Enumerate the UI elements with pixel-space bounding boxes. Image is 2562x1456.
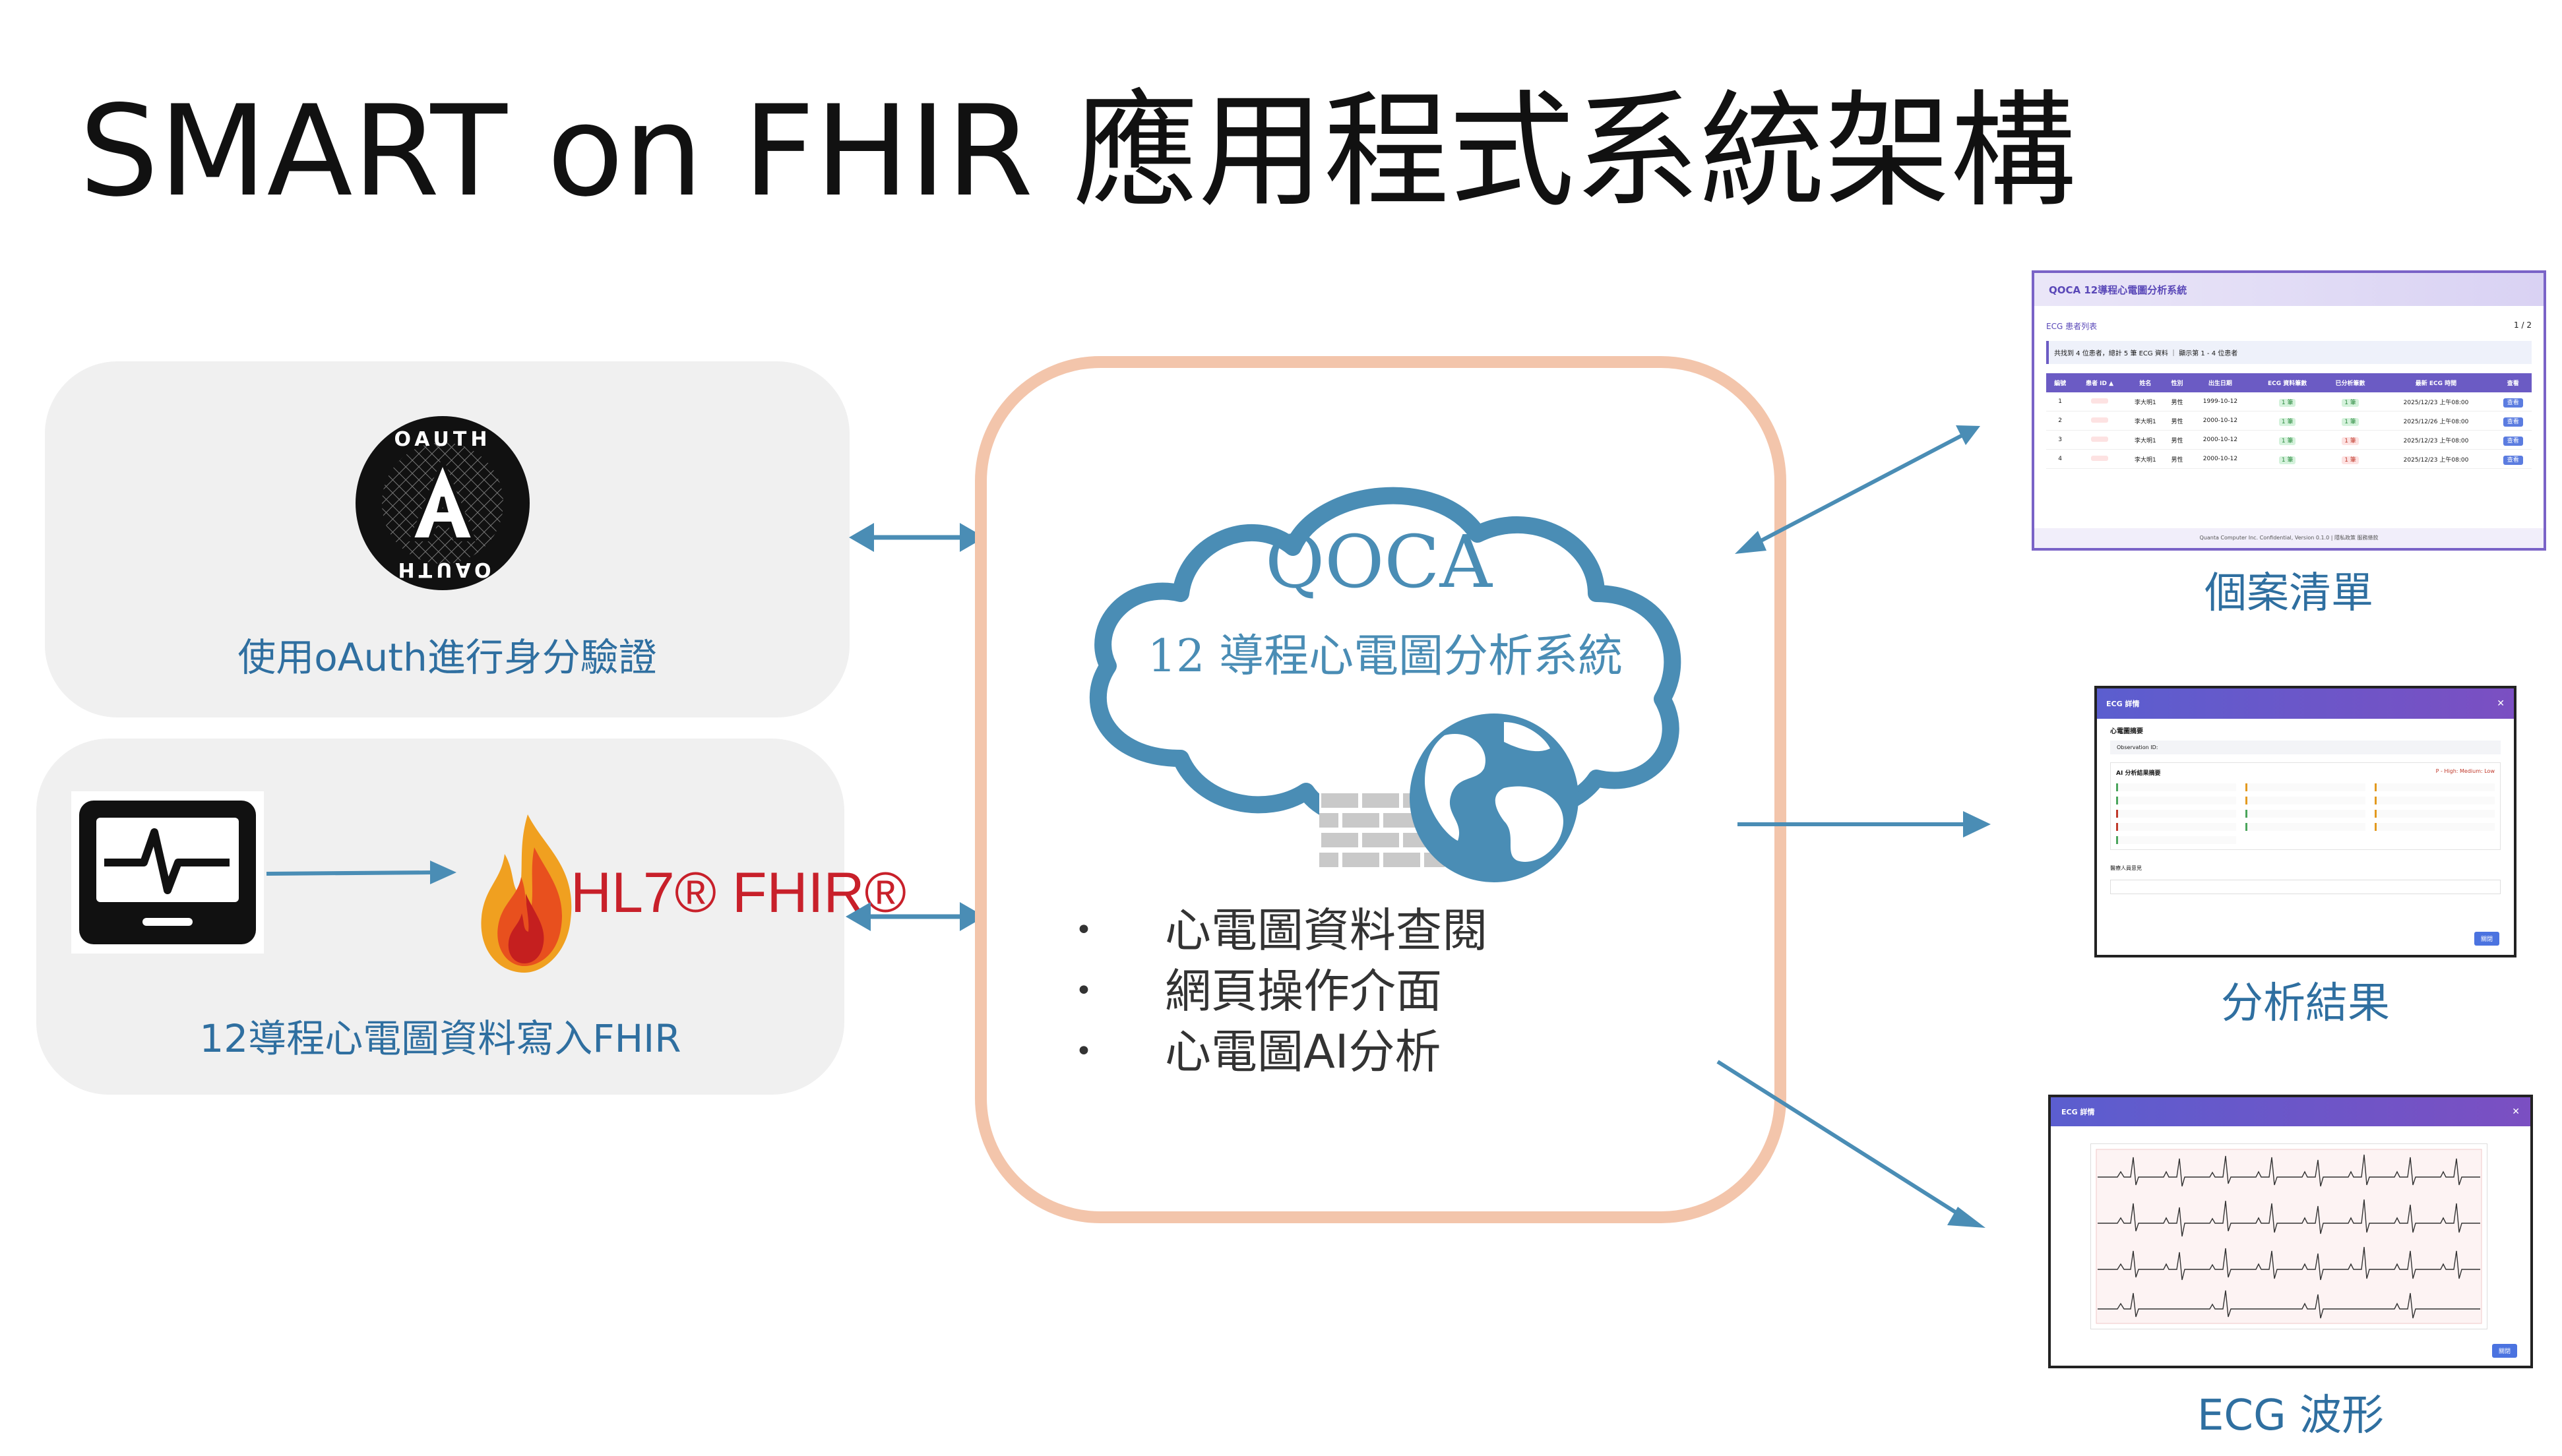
caption-analysis-result: 分析結果: [2221, 979, 2390, 1028]
close-button[interactable]: 關閉: [2491, 1344, 2517, 1358]
comment-input[interactable]: [2110, 880, 2501, 894]
core-waveform-arrow: [1716, 1060, 1985, 1228]
oauth-logo-bottom-text: OAUTH: [394, 558, 491, 581]
patient-table: 編號 患者 ID ▲ 姓名 性別 出生日期 ECG 資料筆數 已分析筆數 最新 …: [2046, 373, 2532, 469]
summary-heading: 心電圖摘要: [2110, 728, 2143, 735]
table-header: 已分析筆數: [2335, 380, 2365, 387]
hl7-fhir-logo: HL7® FHIR®: [472, 808, 906, 979]
oauth-logo-icon: OAUTH OAUTH: [356, 416, 530, 590]
core-list-double-arrow: [1735, 425, 1980, 554]
view-button[interactable]: 查看: [2495, 392, 2532, 411]
app-title: QOCA 12導程心電圖分析系統: [2049, 284, 2187, 296]
table-header: 性別: [2171, 380, 2183, 387]
table-row[interactable]: 2 李大明1 男性 2000-10-12 1 筆 1 筆 2025/12/26 …: [2046, 411, 2532, 431]
ai-summary-card: AI 分析結果摘要 P - High: Medium: Low: [2110, 762, 2501, 850]
view-button[interactable]: 查看: [2495, 431, 2532, 450]
ecg-monitor-icon: [71, 791, 264, 954]
caption-case-list: 個案清單: [2204, 569, 2373, 618]
globe-icon: [1410, 713, 1578, 882]
oauth-core-double-arrow: [849, 523, 985, 552]
cloud-subtitle: 12 導程心電圖分析系統: [1148, 630, 1623, 682]
feature-item: •網頁操作介面: [1075, 964, 1442, 1018]
finding-grid: [2116, 783, 2495, 844]
risk-legend: P - High: Medium: Low: [2435, 768, 2495, 774]
table-header: ECG 資料筆數: [2268, 380, 2307, 387]
core-analysis-arrow: [1737, 811, 1991, 837]
app-header: QOCA 12導程心電圖分析系統: [2034, 273, 2544, 306]
analysis-result-screenshot: ECG 詳情 ✕ 心電圖摘要 Observation ID: AI 分析結果摘要…: [2094, 686, 2516, 957]
oauth-logo-top-text: OAUTH: [394, 428, 491, 451]
close-icon[interactable]: ✕: [2497, 698, 2505, 709]
flame-icon: [481, 814, 572, 973]
feature-item: •心電圖AI分析: [1075, 1025, 1441, 1079]
feature-list: •心電圖資料查閱 •網頁操作介面 •心電圖AI分析: [1069, 900, 1488, 1082]
fhir-core-double-arrow: [846, 902, 985, 931]
modal-header: ECG 詳情 ✕: [2051, 1097, 2530, 1126]
observation-bar: Observation ID:: [2110, 741, 2501, 754]
view-button[interactable]: 查看: [2495, 411, 2532, 431]
modal-header: ECG 詳情 ✕: [2097, 688, 2514, 719]
table-header: 姓名: [2139, 380, 2152, 387]
list-title: ECG 患者列表: [2046, 322, 2098, 331]
modal-title: ECG 詳情: [2061, 1108, 2095, 1116]
comment-heading: 醫療人員意見: [2110, 865, 2142, 871]
feature-item: •心電圖資料查閱: [1075, 903, 1488, 957]
oauth-panel-label: 使用oAuth進行身分驗證: [237, 635, 657, 680]
fhir-panel-label: 12導程心電圖資料寫入FHIR: [199, 1016, 681, 1061]
summary-bar: 共找到 4 位患者，總計 5 筆 ECG 資料 ｜ 顯示第 1 - 4 位患者: [2046, 341, 2532, 364]
page-indicator: 1 / 2: [2514, 320, 2532, 330]
cloud-title: QOCA: [1265, 520, 1493, 604]
table-header: 出生日期: [2208, 380, 2232, 387]
page-title: SMART on FHIR 應用程式系統架構: [79, 78, 2076, 224]
table-row[interactable]: 4 李大明1 男性 2000-10-12 1 筆 1 筆 2025/12/23 …: [2046, 450, 2532, 469]
ecg-waveform-screenshot: ECG 詳情 ✕ 關閉: [2048, 1095, 2533, 1368]
close-icon[interactable]: ✕: [2512, 1107, 2520, 1117]
caption-ecg-waveform: ECG 波形: [2197, 1391, 2385, 1440]
modal-title: ECG 詳情: [2106, 700, 2140, 708]
app-footer: Quanta Computer Inc. Confidential, Versi…: [2034, 528, 2544, 548]
table-header: 最新 ECG 時間: [2415, 380, 2457, 387]
patient-list-screenshot: QOCA 12導程心電圖分析系統 ECG 患者列表 1 / 2 共找到 4 位患…: [2032, 270, 2546, 551]
close-button[interactable]: 關閉: [2474, 932, 2499, 946]
ai-summary-title: AI 分析結果摘要: [2116, 770, 2161, 777]
ecg-chart: [2090, 1143, 2487, 1329]
table-row[interactable]: 1 李大明1 男性 1999-10-12 1 筆 1 筆 2025/12/23 …: [2046, 392, 2532, 411]
table-row[interactable]: 3 李大明1 男性 2000-10-12 1 筆 1 筆 2025/12/23 …: [2046, 431, 2532, 450]
table-header: 編號: [2054, 380, 2067, 387]
monitor-to-fhir-arrow: [266, 861, 456, 884]
view-button[interactable]: 查看: [2495, 450, 2532, 469]
table-header: 患者 ID ▲: [2086, 380, 2114, 387]
table-header: 查看: [2507, 380, 2519, 387]
